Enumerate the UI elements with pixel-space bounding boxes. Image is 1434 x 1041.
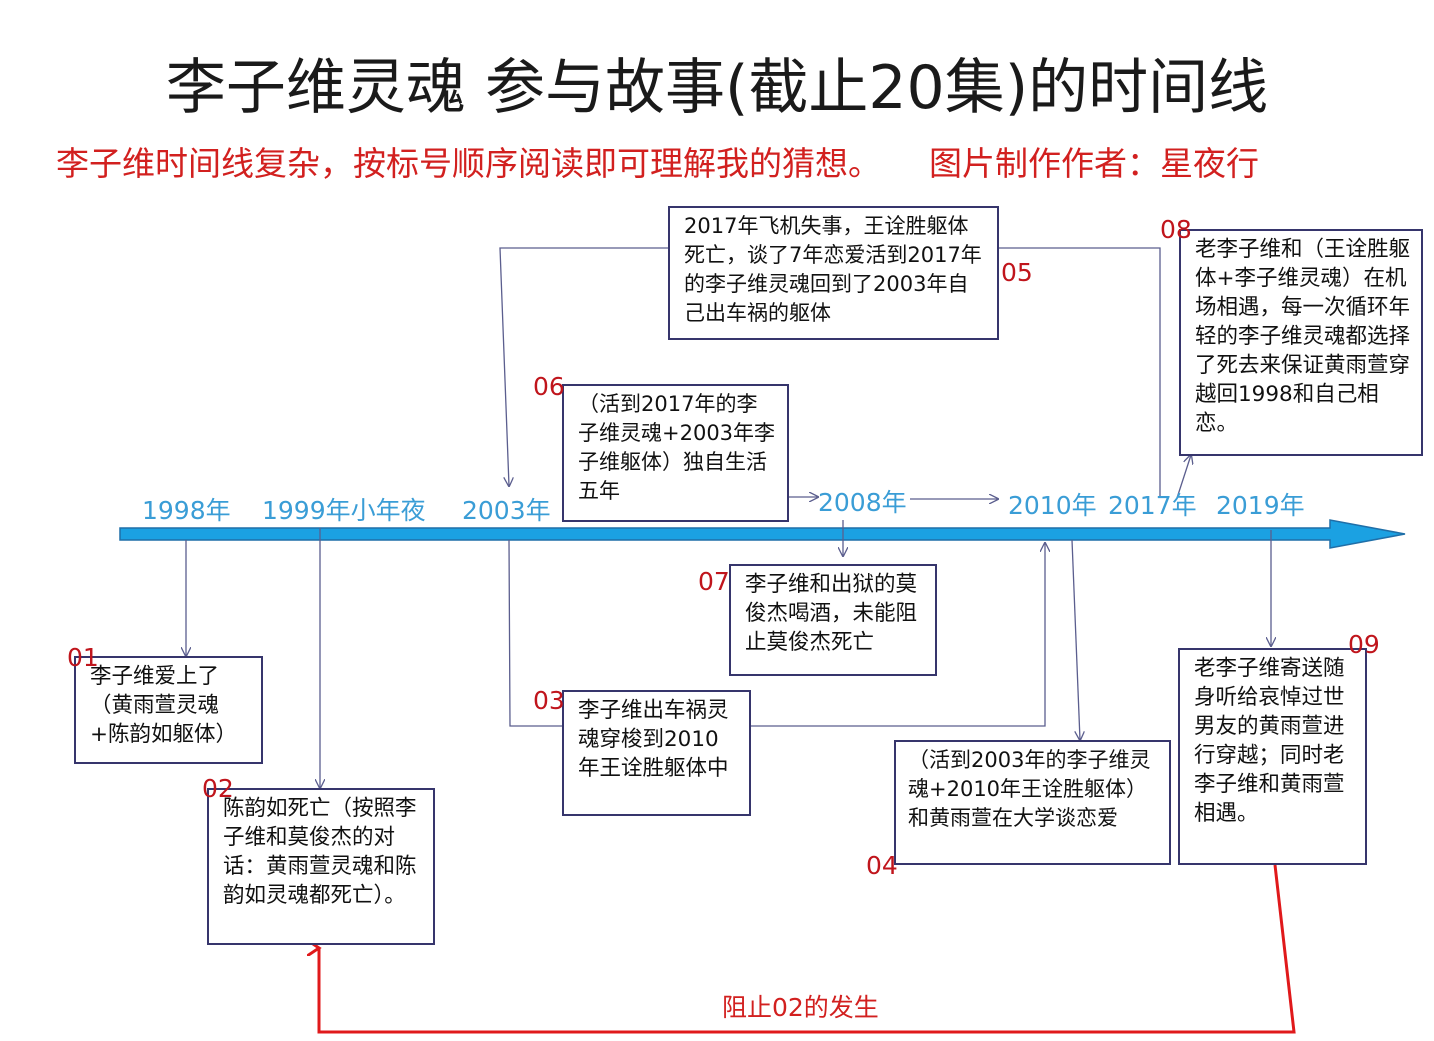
subtitle-text: 李子维时间线复杂，按标号顺序阅读即可理解我的猜想。 xyxy=(56,144,881,183)
event-box-07: 李子维和出狱的莫俊杰喝酒，未能阻止莫俊杰死亡 xyxy=(729,564,937,676)
page-title: 李子维灵魂 参与故事(截止20集)的时间线 xyxy=(165,53,1269,123)
year-label-2003: 2003年 xyxy=(462,496,551,525)
step-number-08: 08 xyxy=(1160,215,1192,244)
author-credit: 图片制作作者：星夜行 xyxy=(929,144,1259,183)
red-arrow-label: 阻止02的发生 xyxy=(722,993,879,1022)
event-box-08: 老李子维和（王诠胜躯体+李子维灵魂）在机场相遇，每一次循环年轻的李子维灵魂都选择… xyxy=(1179,229,1423,456)
year-label-1998: 1998年 xyxy=(142,496,231,525)
year-label-2017: 2017年 xyxy=(1108,491,1197,520)
red-arrow-09-to-02 xyxy=(319,864,1296,1034)
event-box-02: 陈韵如死亡（按照李子维和莫俊杰的对话：黄雨萱灵魂和陈韵如灵魂都死亡）。 xyxy=(207,788,435,945)
year-label-1999: 1999年小年夜 xyxy=(262,496,426,525)
step-number-03: 03 xyxy=(533,686,565,715)
step-number-07: 07 xyxy=(698,567,730,596)
connector-2010-to-04 xyxy=(1071,539,1080,740)
year-label-2010: 2010年 xyxy=(1008,491,1097,520)
connector-2003-to-2010 xyxy=(508,539,1045,727)
event-box-01: 李子维爱上了（黄雨萱灵魂+陈韵如躯体） xyxy=(74,656,263,764)
year-label-2008: 2008年 xyxy=(818,488,907,517)
step-number-09: 09 xyxy=(1348,630,1380,659)
page-subtitle: 李子维时间线复杂，按标号顺序阅读即可理解我的猜想。 图片制作作者：星夜行 xyxy=(56,142,1259,186)
event-box-03: 李子维出车祸灵魂穿梭到2010年王诠胜躯体中 xyxy=(562,690,751,816)
step-number-02: 02 xyxy=(202,774,234,803)
event-box-04: （活到2003年的李子维灵魂+2010年王诠胜躯体）和黄雨萱在大学谈恋爱 xyxy=(894,740,1171,865)
event-box-09: 老李子维寄送随身听给哀悼过世男友的黄雨萱进行穿越；同时老李子维和黄雨萱相遇。 xyxy=(1178,648,1367,865)
step-number-01: 01 xyxy=(67,643,99,672)
step-number-04: 04 xyxy=(866,851,898,880)
year-label-2019: 2019年 xyxy=(1216,491,1305,520)
timeline-arrow xyxy=(119,519,1406,549)
step-number-05: 05 xyxy=(1001,258,1033,287)
event-box-06: （活到2017年的李子维灵魂+2003年李子维躯体）独自生活五年 xyxy=(562,384,789,522)
event-box-05: 2017年飞机失事，王诠胜躯体死亡，谈了7年恋爱活到2017年的李子维灵魂回到了… xyxy=(668,206,999,340)
connector-2017-to-08 xyxy=(1176,455,1191,499)
step-number-06: 06 xyxy=(533,372,565,401)
